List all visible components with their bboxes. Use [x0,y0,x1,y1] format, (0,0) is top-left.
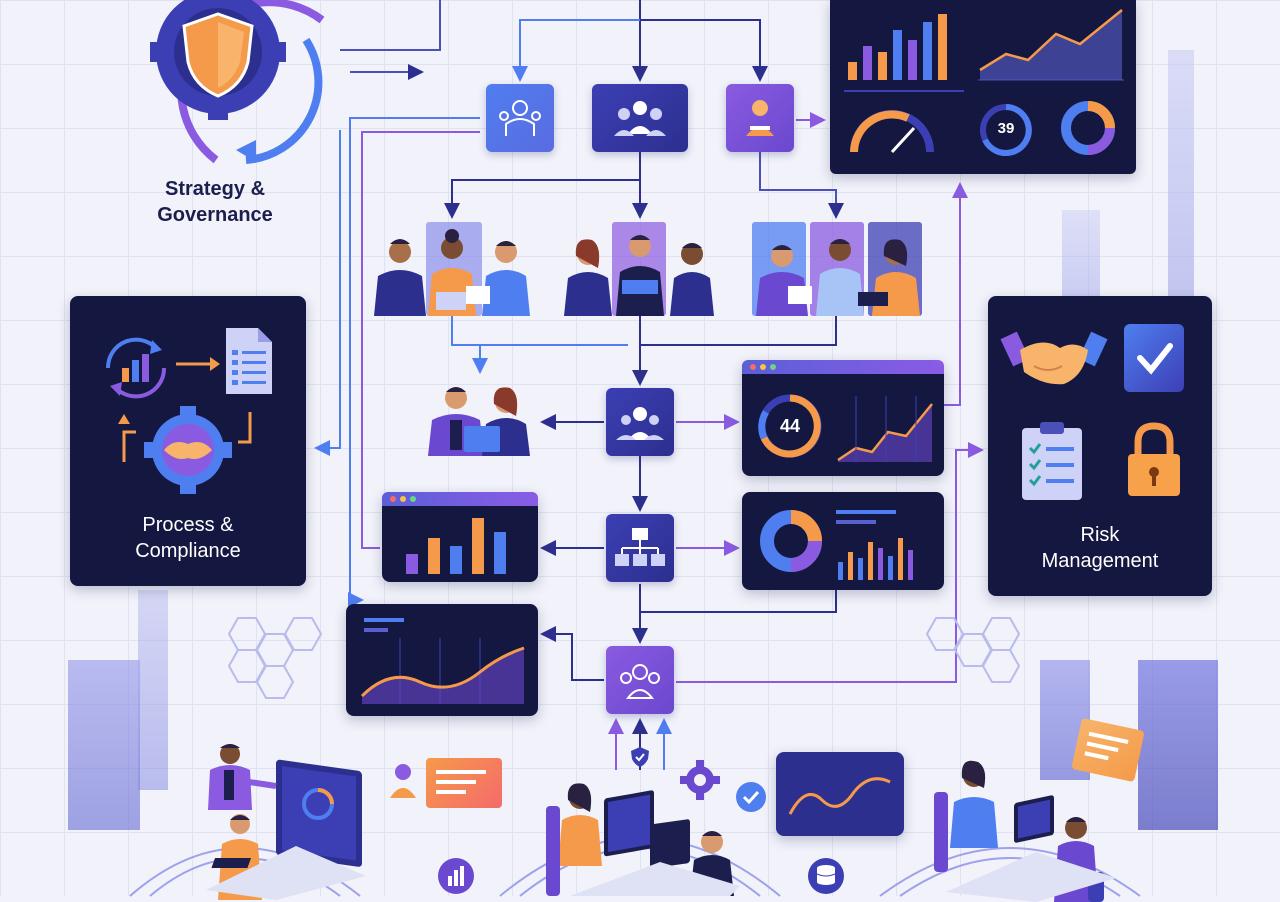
mid-gauge-ring [758,394,822,458]
risk-title-line2: Management [1041,550,1159,572]
workstation-right [934,760,1116,902]
user-avatar-icon [390,764,416,798]
legend-line [364,628,388,632]
legend-line [836,520,876,524]
check-badge-icon [736,782,766,812]
handshake-icon [1000,331,1108,385]
mid-area-chart [837,396,933,462]
risk-management-panel: Risk Management [988,296,1212,596]
risk-title: Risk [1080,524,1120,546]
org-chart-node[interactable] [606,514,674,582]
team-bottom-node[interactable] [606,646,674,714]
hexagon-pattern-right [925,617,1021,683]
mini-bar-chart [838,538,913,580]
arrow-right-icon [176,357,220,371]
team-icon [620,664,660,699]
process-title-line2: Compliance [135,540,241,562]
window-titlebar [742,360,944,374]
legend-line [836,510,896,514]
gear-shield-icon [150,0,325,164]
analytics-badge-icon [438,858,474,894]
team-icon [616,407,664,440]
team-node-center[interactable] [592,84,688,152]
top-donut-chart [1061,101,1115,155]
tower-left-2 [138,590,168,790]
mid-gauge-value: 44 [779,416,801,436]
checkmark-icon [1124,324,1184,392]
presenter-node[interactable] [726,84,794,152]
team-icon [614,101,666,136]
team-hub-node[interactable] [606,388,674,456]
tower-right-top-2 [1062,210,1100,300]
shield-badge-icon [631,747,649,767]
team-group-right [752,222,922,316]
legend-line [364,618,404,622]
bar-chart-window [382,492,538,582]
team-group-center [564,222,714,316]
team-group-left [374,222,530,316]
cycle-chart-icon [105,337,167,399]
org-chart-icon [615,528,665,566]
donut-chart-window [742,492,944,590]
collaborators-pair [428,387,530,456]
gauge-meter [850,110,934,154]
gear-icon [680,760,720,800]
area-chart-window [346,604,538,716]
chat-bubble-icon [426,758,502,808]
workstation-left [206,744,366,900]
window-bar-chart [406,518,506,574]
tower-right-2 [1138,660,1218,830]
mid-dashboard-panel: 44 [742,360,944,476]
workstation-center [546,783,740,896]
window-titlebar [382,492,538,506]
bottom-line-chart [788,777,891,815]
tower-right-top [1168,50,1194,310]
dashboard-divider [844,90,964,92]
handshake-gear-icon [118,406,252,494]
database-icon [808,858,844,894]
donut-chart [760,510,822,572]
strategy-title: Strategy & [164,178,266,200]
tower-left [68,660,140,830]
top-gauge-ring [980,104,1032,156]
process-title: Process & [142,514,234,536]
strategy-title-line2: Governance [157,204,273,226]
top-gauge-value: 39 [997,120,1015,137]
team-node-blue[interactable] [486,84,554,152]
window-area-chart [360,638,525,704]
lock-icon [1128,422,1180,496]
team-icon [499,100,541,136]
hexagon-pattern-left [227,617,323,699]
top-line-chart [978,9,1124,81]
document-icon [226,328,272,394]
clipboard-checklist-icon [1022,422,1082,500]
process-compliance-panel: Process & Compliance [70,296,306,586]
bottom-chart-window [776,752,904,836]
top-dashboard-panel: 39 [830,0,1136,174]
top-bar-chart [848,14,947,80]
presenter-icon [746,100,774,136]
